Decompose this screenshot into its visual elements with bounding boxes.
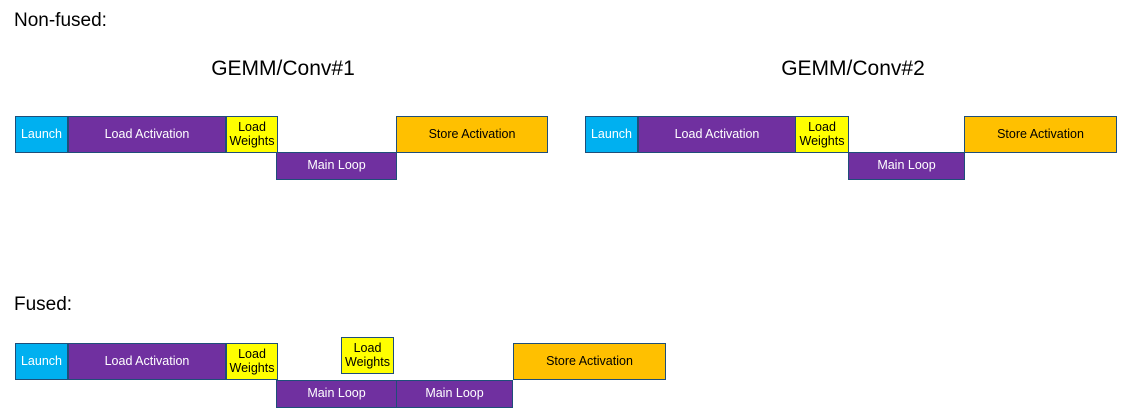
fused-load-wts-2-block: Load Weights bbox=[341, 337, 394, 374]
nonfused-k1-main-loop-block: Main Loop bbox=[276, 152, 397, 180]
nonfused-k2-launch-block: Launch bbox=[585, 116, 638, 153]
fused-main-loop-2-block: Main Loop bbox=[396, 380, 513, 408]
section-label-non-fused: Non-fused: bbox=[14, 10, 107, 31]
nonfused-k2-load-wts-block: Load Weights bbox=[795, 116, 849, 153]
nonfused-k1-load-act-block: Load Activation bbox=[68, 116, 226, 153]
fused-main-loop-1-block: Main Loop bbox=[276, 380, 397, 408]
fused-load-act-block: Load Activation bbox=[68, 343, 226, 380]
nonfused-k2-load-act-block: Load Activation bbox=[638, 116, 796, 153]
fused-load-wts-1-block: Load Weights bbox=[226, 343, 278, 380]
nonfused-k1-load-wts-block: Load Weights bbox=[226, 116, 278, 153]
nonfused-k1-launch-block: Launch bbox=[15, 116, 68, 153]
fused-launch-block: Launch bbox=[15, 343, 68, 380]
nonfused-k2-main-loop-block: Main Loop bbox=[848, 152, 965, 180]
section-label-fused: Fused: bbox=[14, 294, 73, 315]
group-title-gemm-conv-1: GEMM/Conv#1 bbox=[211, 57, 355, 80]
nonfused-k2-store-act-block: Store Activation bbox=[964, 116, 1117, 153]
group-title-gemm-conv-2: GEMM/Conv#2 bbox=[781, 57, 925, 80]
nonfused-k1-store-act-block: Store Activation bbox=[396, 116, 548, 153]
fused-store-act-block: Store Activation bbox=[513, 343, 666, 380]
